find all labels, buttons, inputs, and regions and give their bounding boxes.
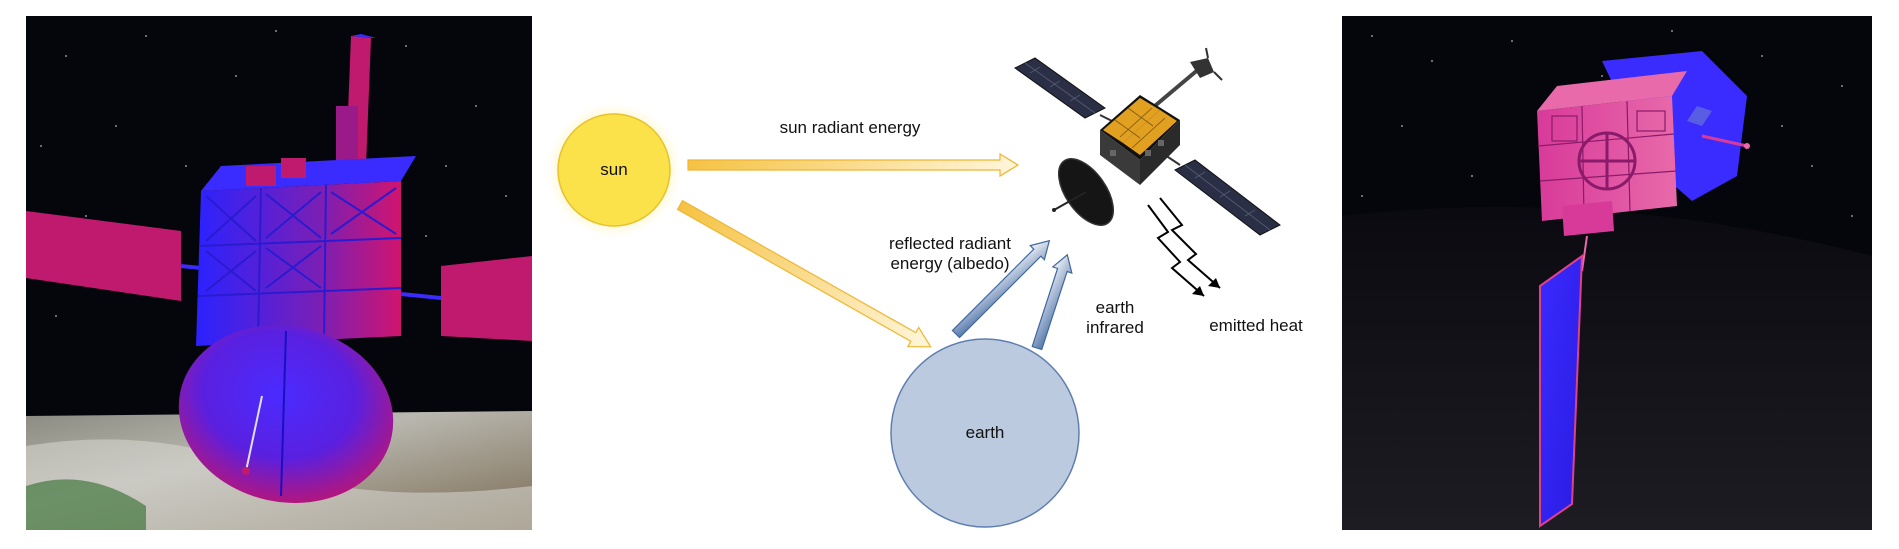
earth-infrared-arrow bbox=[1031, 253, 1073, 351]
emitted-heat-label: emitted heat bbox=[1209, 316, 1303, 335]
sun-to-earth-arrow bbox=[676, 199, 932, 348]
satellite-icon bbox=[1014, 47, 1281, 236]
albedo-label-line1: reflected radiant bbox=[889, 234, 1011, 253]
thermal-model-render-left bbox=[26, 16, 532, 530]
infrared-label-line1: earth bbox=[1095, 298, 1135, 317]
albedo-label-line2: energy (albedo) bbox=[890, 254, 1010, 273]
thermal-environment-diagram: sun earth sun radiant energy reflected r… bbox=[540, 0, 1340, 549]
earth-icon bbox=[890, 338, 1080, 528]
sun-icon bbox=[557, 113, 671, 227]
satellite-render-left bbox=[26, 16, 532, 530]
sun-radiant-energy-label: sun radiant energy bbox=[779, 118, 921, 137]
infrared-label-line2: infrared bbox=[1086, 318, 1144, 337]
albedo-arrow bbox=[951, 239, 1051, 339]
sun-label: sun bbox=[600, 160, 628, 179]
emitted-heat-arrows bbox=[1147, 197, 1221, 297]
thermal-model-render-right bbox=[1342, 16, 1872, 530]
diagram-graphics bbox=[546, 47, 1281, 528]
sun-to-satellite-arrow bbox=[687, 152, 1020, 178]
earth-label: earth bbox=[965, 423, 1005, 442]
satellite-render-right bbox=[1342, 16, 1872, 530]
